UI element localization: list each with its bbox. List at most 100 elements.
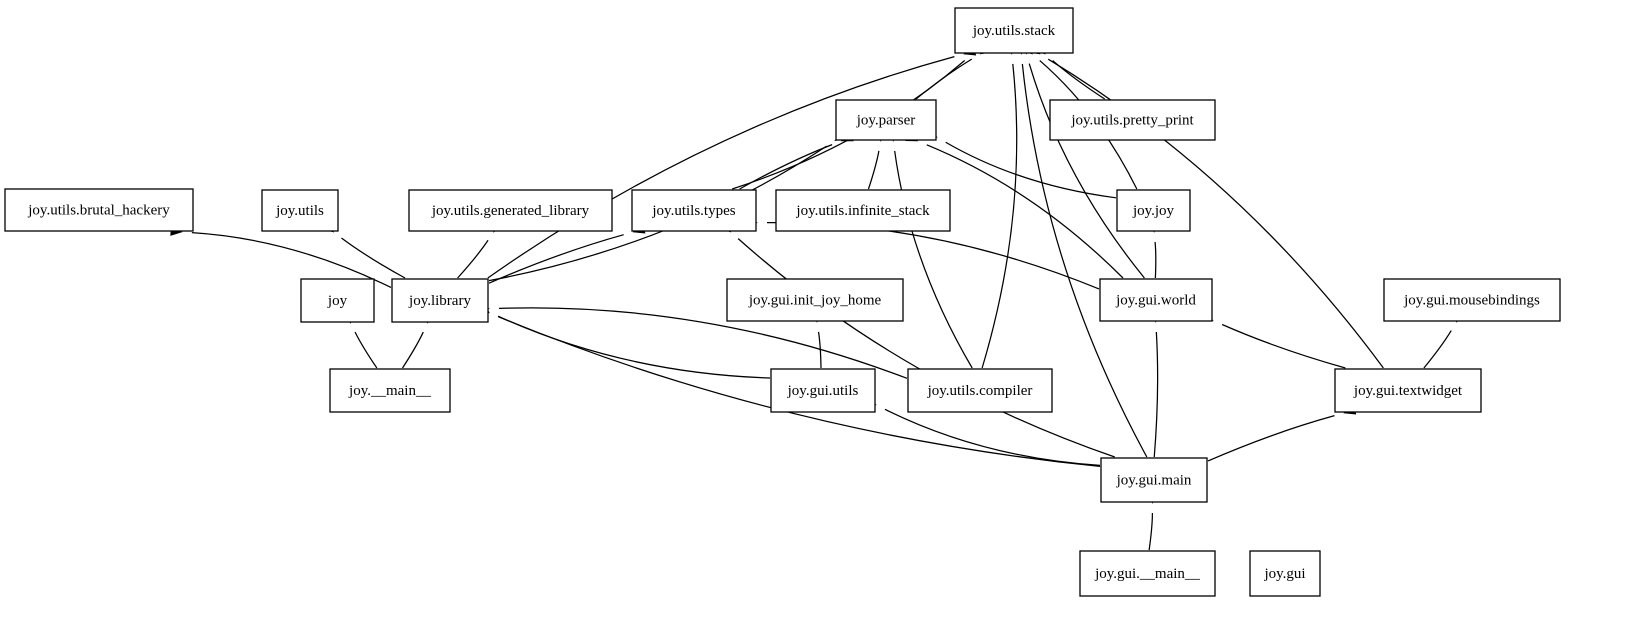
edge-line bbox=[739, 144, 833, 190]
node-label: joy.gui.mousebindings bbox=[1403, 292, 1540, 308]
edge-line bbox=[488, 234, 624, 284]
graph-edge bbox=[487, 46, 977, 279]
graph-node-joy[interactable]: joy bbox=[300, 278, 375, 323]
node-label: joy.parser bbox=[856, 112, 916, 128]
graph-node-joy-utils-stack[interactable]: joy.utils.stack bbox=[954, 7, 1074, 54]
node-rect[interactable] bbox=[954, 7, 1074, 54]
graph-node-joy-utils-types[interactable]: joy.utils.types bbox=[631, 189, 757, 232]
node-rect[interactable] bbox=[835, 99, 937, 141]
node-label: joy.gui.main bbox=[1116, 472, 1192, 488]
node-label: joy.utils.infinite_stack bbox=[795, 203, 930, 219]
node-label: joy.gui.utils bbox=[787, 383, 859, 399]
node-rect[interactable] bbox=[1079, 550, 1216, 597]
edge-line bbox=[191, 231, 392, 289]
node-rect[interactable] bbox=[1099, 278, 1213, 322]
node-rect[interactable] bbox=[1334, 368, 1482, 413]
edge-line bbox=[354, 331, 378, 369]
edge-line bbox=[1221, 323, 1346, 369]
node-label: joy.utils.compiler bbox=[927, 383, 1033, 399]
graph-node-joy-gui-main[interactable]: joy.gui.main bbox=[1100, 457, 1208, 503]
edge-line bbox=[498, 307, 908, 379]
node-rect[interactable] bbox=[726, 278, 904, 322]
edge-line bbox=[981, 63, 1018, 369]
edge-line bbox=[926, 144, 1124, 279]
graph-node-joy-parser[interactable]: joy.parser bbox=[835, 99, 937, 141]
graph-node-joy-gui-world[interactable]: joy.gui.world bbox=[1099, 278, 1213, 322]
node-rect[interactable] bbox=[1383, 278, 1561, 322]
edge-line bbox=[817, 331, 822, 369]
edge-line bbox=[1207, 415, 1335, 462]
node-label: joy.library bbox=[408, 293, 471, 309]
node-rect[interactable] bbox=[1049, 99, 1216, 141]
node-layer: joy.utils.stack joy.parser joy.utils.prett… bbox=[4, 7, 1561, 597]
graph-node-joy-library[interactable]: joy.library bbox=[391, 278, 489, 323]
graph-node-joy-utils[interactable]: joy.utils bbox=[261, 189, 339, 232]
graph-node-joy---main--[interactable]: joy.__main__ bbox=[329, 368, 451, 413]
node-rect[interactable] bbox=[631, 189, 757, 232]
graph-node-joy-gui-textwidget[interactable]: joy.gui.textwidget bbox=[1334, 368, 1482, 413]
edge-line bbox=[457, 239, 489, 279]
node-rect[interactable] bbox=[261, 189, 339, 232]
node-label: joy.utils.stack bbox=[972, 23, 1056, 39]
graph-edge bbox=[719, 221, 1115, 458]
node-label: joy.gui.__main__ bbox=[1094, 566, 1200, 582]
edge-line bbox=[341, 237, 406, 279]
graph-edge bbox=[1200, 311, 1346, 369]
edge-line bbox=[737, 238, 1115, 458]
graph-edge bbox=[887, 129, 973, 369]
graph-edge bbox=[981, 42, 1018, 369]
node-rect[interactable] bbox=[329, 368, 451, 413]
node-rect[interactable] bbox=[1100, 457, 1208, 503]
graph-edge bbox=[1207, 405, 1357, 462]
graph-node-joy-utils-brutal-hackery[interactable]: joy.utils.brutal_hackery bbox=[4, 188, 194, 232]
edge-line bbox=[945, 141, 1117, 199]
node-label: joy.gui.textwidget bbox=[1353, 383, 1463, 399]
edge-line bbox=[1423, 330, 1452, 369]
node-label: joy.joy bbox=[1132, 203, 1175, 219]
node-rect[interactable] bbox=[1116, 189, 1191, 232]
graph-edge bbox=[488, 224, 646, 284]
node-rect[interactable] bbox=[300, 278, 375, 323]
graph-node-joy-gui[interactable]: joy.gui bbox=[1249, 550, 1321, 597]
edge-line bbox=[1148, 512, 1154, 551]
node-label: joy.utils.generated_library bbox=[431, 203, 590, 219]
node-rect[interactable] bbox=[4, 188, 194, 232]
graph-edge bbox=[1018, 41, 1145, 279]
node-label: joy.gui.init_joy_home bbox=[748, 292, 882, 308]
node-rect[interactable] bbox=[775, 189, 951, 232]
node-label: joy.utils.pretty_print bbox=[1070, 112, 1194, 128]
edge-line bbox=[1021, 63, 1148, 458]
node-label: joy bbox=[327, 293, 348, 309]
edge-line bbox=[498, 316, 1101, 468]
node-rect[interactable] bbox=[770, 368, 876, 413]
graph-edge bbox=[476, 303, 771, 379]
node-label: joy.utils.types bbox=[651, 203, 735, 219]
node-label: joy.utils.brutal_hackery bbox=[27, 202, 170, 218]
edge-line bbox=[497, 315, 771, 379]
edge-line bbox=[1047, 58, 1384, 369]
graph-node-joy-joy[interactable]: joy.joy bbox=[1116, 189, 1191, 232]
edge-line bbox=[487, 56, 955, 279]
node-rect[interactable] bbox=[1249, 550, 1321, 597]
graph-node-joy-gui-utils[interactable]: joy.gui.utils bbox=[770, 368, 876, 413]
graph-node-joy-utils-pretty-print[interactable]: joy.utils.pretty_print bbox=[1049, 99, 1216, 141]
graph-node-joy-gui-init-joy-home[interactable]: joy.gui.init_joy_home bbox=[726, 278, 904, 322]
node-label: joy.utils bbox=[275, 203, 324, 219]
graph-node-joy-utils-generated-library[interactable]: joy.utils.generated_library bbox=[408, 189, 613, 232]
graph-node-joy-gui---main--[interactable]: joy.gui.__main__ bbox=[1079, 550, 1216, 597]
graph-node-joy-utils-infinite-stack[interactable]: joy.utils.infinite_stack bbox=[775, 189, 951, 232]
graph-edge bbox=[1150, 310, 1160, 458]
edge-line bbox=[884, 408, 1101, 467]
edge-line bbox=[894, 150, 973, 369]
node-label: joy.gui.world bbox=[1115, 292, 1196, 308]
edge-line bbox=[1153, 331, 1159, 458]
graph-node-joy-gui-mousebindings[interactable]: joy.gui.mousebindings bbox=[1383, 278, 1561, 322]
node-rect[interactable] bbox=[408, 189, 613, 232]
node-rect[interactable] bbox=[907, 368, 1053, 413]
node-rect[interactable] bbox=[391, 278, 489, 323]
graph-node-joy-utils-compiler[interactable]: joy.utils.compiler bbox=[907, 368, 1053, 413]
edge-line bbox=[1154, 241, 1157, 279]
node-label: joy.gui bbox=[1263, 566, 1305, 582]
